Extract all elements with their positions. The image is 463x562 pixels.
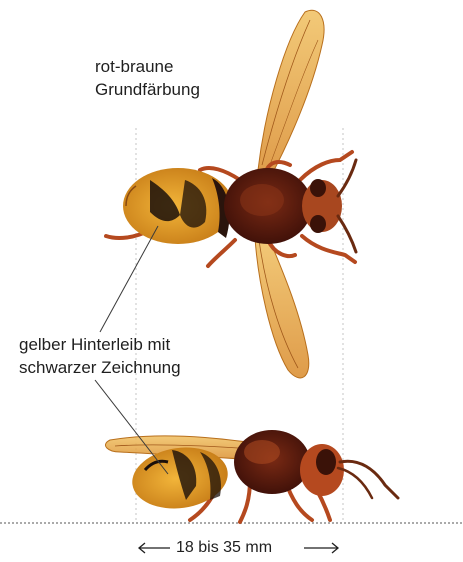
abdomen-label-line1: gelber Hinterleib mit — [19, 333, 181, 356]
abdomen-label: gelber Hinterleib mit schwarzer Zeichnun… — [19, 333, 181, 379]
coloration-label-line2: Grundfärbung — [95, 78, 200, 101]
abdomen-pointer-top — [100, 226, 158, 332]
abdomen-top — [123, 168, 233, 244]
thorax-side — [234, 430, 310, 494]
upper-wing — [258, 10, 324, 178]
coloration-label: rot-braune Grundfärbung — [95, 55, 200, 101]
abdomen-label-line2: schwarzer Zeichnung — [19, 356, 181, 379]
abdomen-pointer-side — [95, 380, 168, 474]
hornet-side-view — [105, 430, 398, 522]
lower-wing — [255, 236, 309, 378]
coloration-label-line1: rot-braune — [95, 55, 200, 78]
size-label: 18 bis 35 mm — [176, 539, 272, 557]
